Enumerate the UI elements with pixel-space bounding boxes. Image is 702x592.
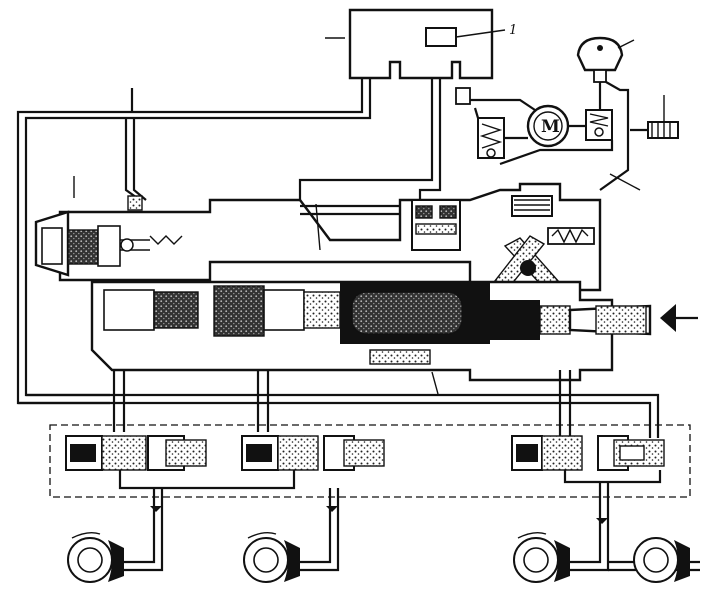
solenoid-valves <box>65 435 665 490</box>
valve-pair-front-right <box>241 435 385 471</box>
valve-pair-front-left <box>65 435 207 471</box>
leader-line <box>609 173 641 191</box>
leader-line <box>315 203 321 251</box>
control-unit: 1 <box>325 8 517 80</box>
pump-motor-group: M <box>455 36 679 191</box>
wheel-brake-2 <box>243 531 300 583</box>
valve-body <box>34 182 698 395</box>
input-arrow <box>660 304 676 332</box>
wheel-brake-4 <box>633 537 690 583</box>
control-module-box <box>425 27 457 47</box>
feed-pipes <box>18 370 660 438</box>
modulator-piston-1 <box>213 285 265 337</box>
brake-lines <box>120 482 700 572</box>
wheel-brake-3 <box>513 531 570 583</box>
reservoir <box>576 36 624 72</box>
motor-label: M <box>541 117 560 137</box>
valve-pair-rear <box>511 435 665 471</box>
wheel-brake-1 <box>67 531 124 583</box>
callout-1: 1 <box>509 23 517 38</box>
valve-block-outline <box>49 424 691 498</box>
